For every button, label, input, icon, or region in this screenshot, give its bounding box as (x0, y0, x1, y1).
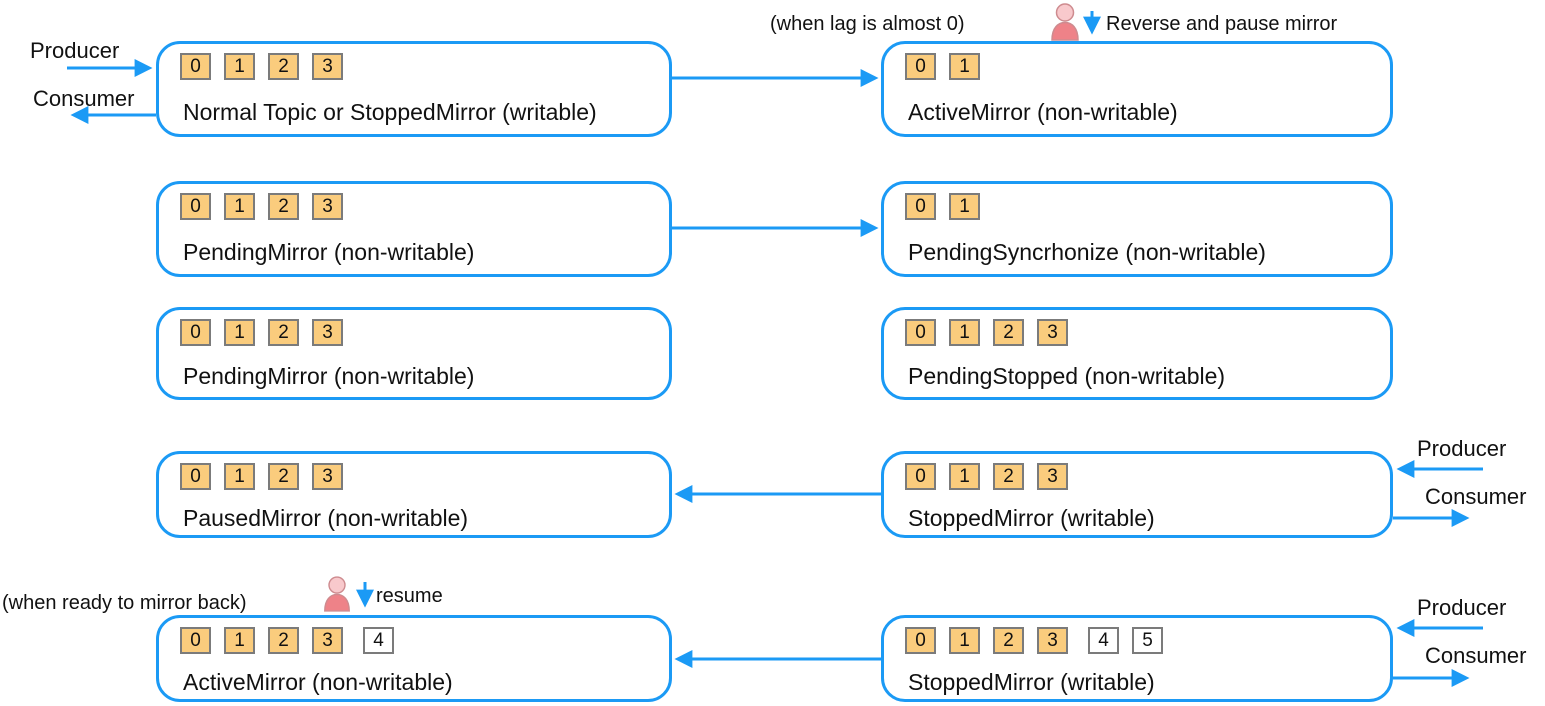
state-label: PendingMirror (non-writable) (183, 239, 475, 265)
partition-square: 2 (268, 193, 299, 220)
condition-note-row1: (when lag is almost 0) (770, 13, 965, 35)
partition-square: 1 (949, 319, 980, 346)
partition-square: 2 (268, 627, 299, 654)
partition-square: 1 (224, 463, 255, 490)
partition-square: 3 (312, 319, 343, 346)
partition-square: 1 (224, 319, 255, 346)
partition-square: 0 (905, 463, 936, 490)
partition-square: 1 (224, 627, 255, 654)
consumer-label-row4: Consumer (1425, 484, 1527, 509)
partition-square: 5 (1132, 627, 1163, 654)
partition-square: 0 (905, 193, 936, 220)
partition-square: 2 (993, 627, 1024, 654)
consumer-label-row1: Consumer (33, 86, 135, 111)
state-label: PendingSyncrhonize (non-writable) (908, 239, 1266, 265)
state-label: PausedMirror (non-writable) (183, 505, 469, 531)
partition-square: 3 (312, 193, 343, 220)
state-label: PendingStopped (non-writable) (908, 363, 1226, 389)
partition-square: 3 (1037, 463, 1068, 490)
partition-square: 1 (949, 627, 980, 654)
state-label: StoppedMirror (writable) (908, 669, 1155, 695)
action-note-row1: Reverse and pause mirror (1106, 13, 1338, 35)
partition-square: 0 (180, 53, 211, 80)
state-label: Normal Topic or StoppedMirror (writable) (183, 99, 597, 125)
partition-square: 2 (993, 319, 1024, 346)
partition-square: 0 (180, 463, 211, 490)
partition-square: 2 (268, 319, 299, 346)
partition-square: 0 (180, 627, 211, 654)
partition-square: 3 (312, 627, 343, 654)
producer-label-row4: Producer (1417, 436, 1507, 461)
state-label: ActiveMirror (non-writable) (908, 99, 1178, 125)
partition-square: 0 (905, 627, 936, 654)
action-note-row5: resume (376, 585, 443, 607)
partition-square: 0 (180, 193, 211, 220)
person-icon (324, 576, 350, 612)
consumer-label-row5: Consumer (1425, 643, 1527, 668)
partition-square: 1 (949, 53, 980, 80)
partition-square: 4 (363, 627, 394, 654)
partition-square: 1 (949, 193, 980, 220)
state-label: ActiveMirror (non-writable) (183, 669, 453, 695)
partition-square: 0 (905, 53, 936, 80)
partition-square: 4 (1088, 627, 1119, 654)
partition-square: 2 (268, 463, 299, 490)
partition-square: 3 (312, 53, 343, 80)
condition-note-row5: (when ready to mirror back) (2, 592, 247, 614)
state-label: StoppedMirror (writable) (908, 505, 1155, 531)
partition-square: 2 (993, 463, 1024, 490)
partition-square: 1 (224, 193, 255, 220)
person-icon (1051, 3, 1079, 41)
partition-square: 2 (268, 53, 299, 80)
partition-square: 3 (1037, 627, 1068, 654)
partition-square: 1 (224, 53, 255, 80)
producer-label-row5: Producer (1417, 595, 1507, 620)
partition-square: 1 (949, 463, 980, 490)
partition-square: 0 (180, 319, 211, 346)
partition-square: 3 (1037, 319, 1068, 346)
producer-label-row1: Producer (30, 38, 120, 63)
state-label: PendingMirror (non-writable) (183, 363, 475, 389)
partition-square: 0 (905, 319, 936, 346)
partition-square: 3 (312, 463, 343, 490)
